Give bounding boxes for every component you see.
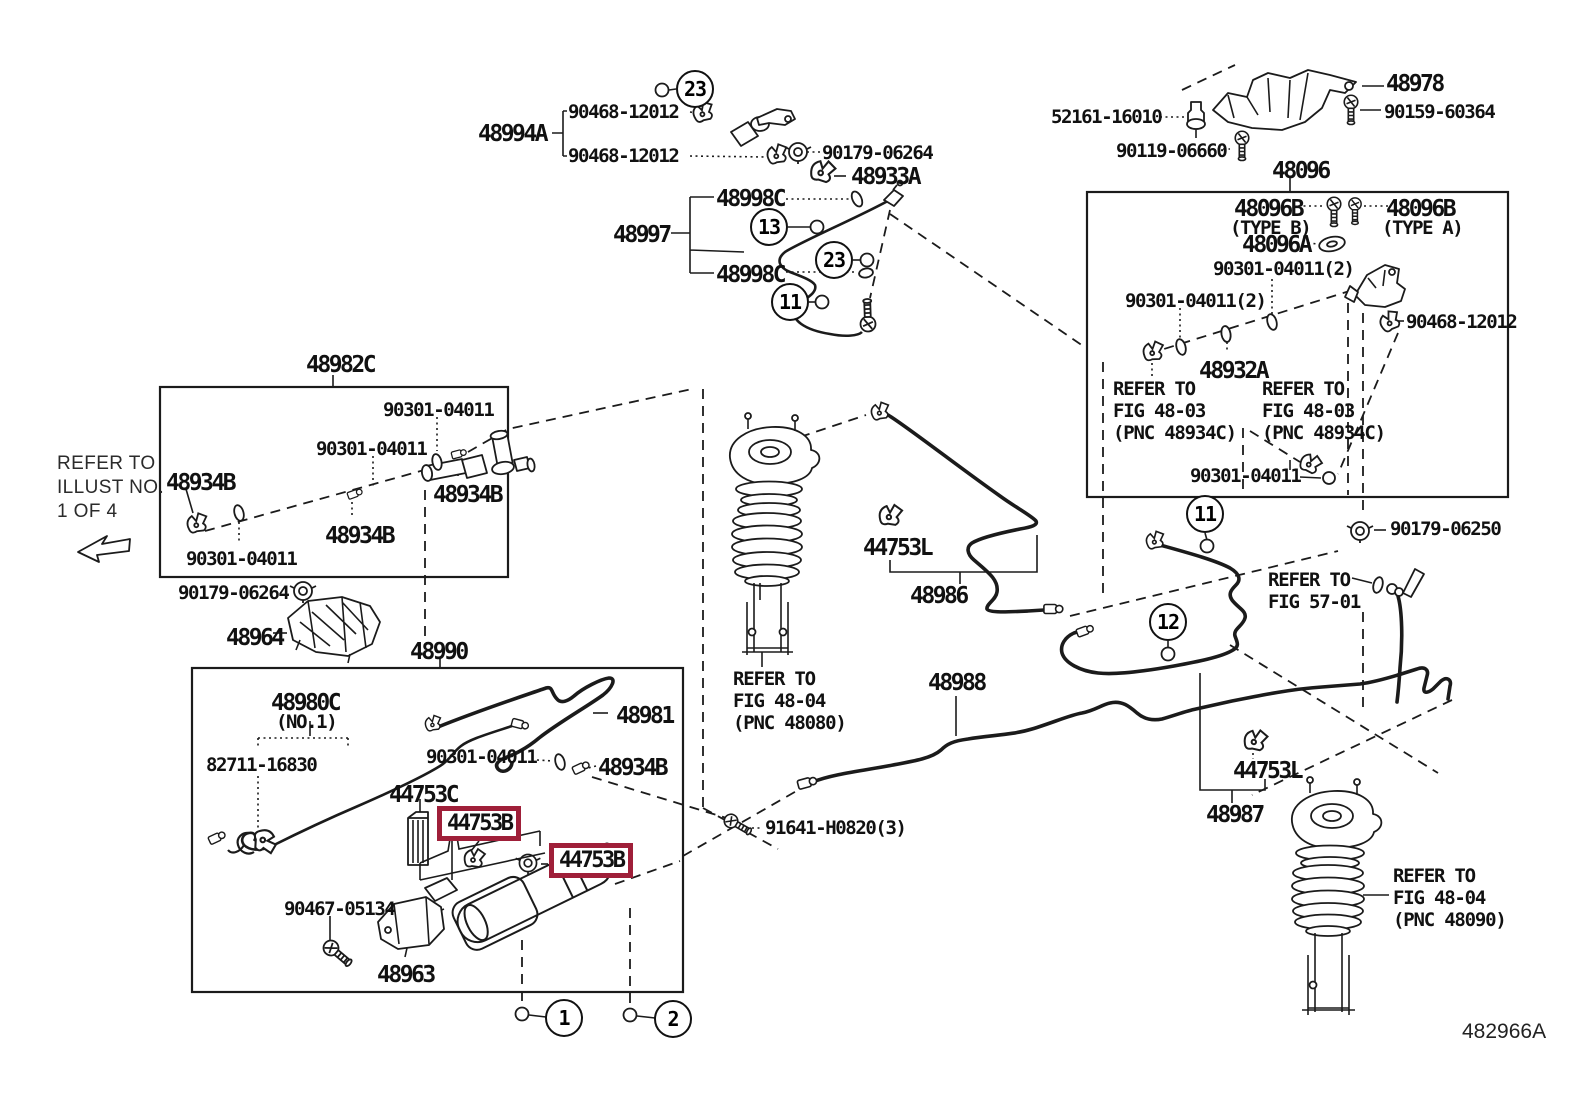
part-label-44753l-front[interactable]: 44753L [863, 535, 934, 561]
part-label-90179-06250[interactable]: 90179-06250 [1390, 518, 1502, 540]
part-label-48934b-left[interactable]: 48934B [166, 470, 237, 496]
highlighted-part-label-44753b-1[interactable]: 44753B [437, 806, 522, 841]
part-label-90301-04011-lb2[interactable]: 90301-04011 [316, 438, 428, 460]
part-label-90301-04011x2-b[interactable]: 90301-04011(2) [1125, 290, 1267, 312]
part-label-48994a[interactable]: 48994A [478, 121, 549, 147]
note-refer-fig4804-front: REFER TO FIG 48-04 (PNC 48080) [733, 668, 847, 734]
part-label-90179-06264-top[interactable]: 90179-06264 [822, 142, 934, 164]
callout-13[interactable]: 13 [750, 208, 788, 246]
part-label-48096b-typea[interactable]: 48096B [1386, 196, 1457, 222]
part-label-44753c[interactable]: 44753C [389, 782, 460, 808]
part-label-90467-05134[interactable]: 90467-05134 [284, 898, 396, 920]
part-label-type-b: (TYPE B) [1230, 217, 1312, 239]
part-label-48990[interactable]: 48990 [410, 639, 469, 665]
part-label-48096a[interactable]: 48096A [1242, 232, 1313, 258]
part-label-44753l-rear[interactable]: 44753L [1233, 758, 1304, 784]
part-label-48986[interactable]: 48986 [910, 583, 969, 609]
part-label-90301-04011x2-a[interactable]: 90301-04011(2) [1213, 258, 1355, 280]
part-label-48981[interactable]: 48981 [616, 703, 675, 729]
part-label-48980c[interactable]: 48980C [271, 690, 342, 716]
part-label-no1: (NO.1) [276, 711, 338, 733]
part-label-90179-06264-left[interactable]: 90179-06264 [178, 582, 290, 604]
callout-11-top[interactable]: 11 [771, 283, 809, 321]
part-label-48096b-typeb[interactable]: 48096B [1234, 196, 1305, 222]
callout-11-right[interactable]: 11 [1186, 495, 1224, 533]
part-label-48982c[interactable]: 48982C [306, 352, 377, 378]
part-label-48934b-centerbox[interactable]: 48934B [598, 755, 669, 781]
part-label-48963[interactable]: 48963 [377, 962, 436, 988]
part-label-52161-16010[interactable]: 52161-16010 [1051, 106, 1163, 128]
part-label-90119-06660[interactable]: 90119-06660 [1116, 140, 1228, 162]
part-label-48932a[interactable]: 48932A [1199, 358, 1270, 384]
part-label-90468-12012-top[interactable]: 90468-12012 [568, 101, 680, 123]
figure-code: 482966A [1462, 1020, 1547, 1043]
part-label-90301-04011-lb1[interactable]: 90301-04011 [383, 399, 495, 421]
part-label-48988[interactable]: 48988 [928, 670, 987, 696]
highlighted-part-label-44753b-2[interactable]: 44753B [549, 843, 634, 878]
part-label-48964[interactable]: 48964 [226, 625, 285, 651]
part-label-48997[interactable]: 48997 [613, 222, 672, 248]
callout-1[interactable]: 1 [545, 999, 583, 1037]
callout-23-top[interactable]: 23 [676, 70, 714, 108]
part-label-90301-04011-lb3[interactable]: 90301-04011 [186, 548, 298, 570]
callout-23-mid[interactable]: 23 [815, 241, 853, 279]
note-refer-illust: REFER TO ILLUST NO. 1 OF 4 [57, 453, 165, 522]
callout-12[interactable]: 12 [1149, 603, 1187, 641]
part-label-48934b-right[interactable]: 48934B [433, 482, 504, 508]
part-label-90468-12012-bottom[interactable]: 90468-12012 [568, 145, 680, 167]
part-label-48933a[interactable]: 48933A [851, 164, 922, 190]
callout-2[interactable]: 2 [654, 1000, 692, 1038]
note-refer-fig4803-right: REFER TO FIG 48-03 (PNC 48934C) [1262, 378, 1386, 444]
part-label-90159-60364[interactable]: 90159-60364 [1384, 101, 1496, 123]
part-label-90301-04011-rightbox[interactable]: 90301-04011 [1190, 465, 1302, 487]
part-label-48998c-bottom[interactable]: 48998C [716, 262, 787, 288]
part-label-90301-04011-centerbox[interactable]: 90301-04011 [426, 746, 538, 768]
part-label-82711-16830[interactable]: 82711-16830 [206, 754, 318, 776]
part-label-90468-12012-right[interactable]: 90468-12012 [1406, 311, 1518, 333]
part-label-48987[interactable]: 48987 [1206, 802, 1265, 828]
part-label-48978[interactable]: 48978 [1386, 71, 1445, 97]
note-refer-fig4804-rear: REFER TO FIG 48-04 (PNC 48090) [1393, 865, 1507, 931]
part-label-48096[interactable]: 48096 [1272, 158, 1331, 184]
note-refer-fig4803-left: REFER TO FIG 48-03 (PNC 48934C) [1113, 378, 1237, 444]
part-label-91641-h0820[interactable]: 91641-H0820(3) [765, 817, 907, 839]
part-label-48998c-top[interactable]: 48998C [716, 186, 787, 212]
part-label-type-a: (TYPE A) [1382, 217, 1464, 239]
part-label-48934b-bottom[interactable]: 48934B [325, 523, 396, 549]
note-refer-fig5701: REFER TO FIG 57-01 [1268, 569, 1361, 613]
